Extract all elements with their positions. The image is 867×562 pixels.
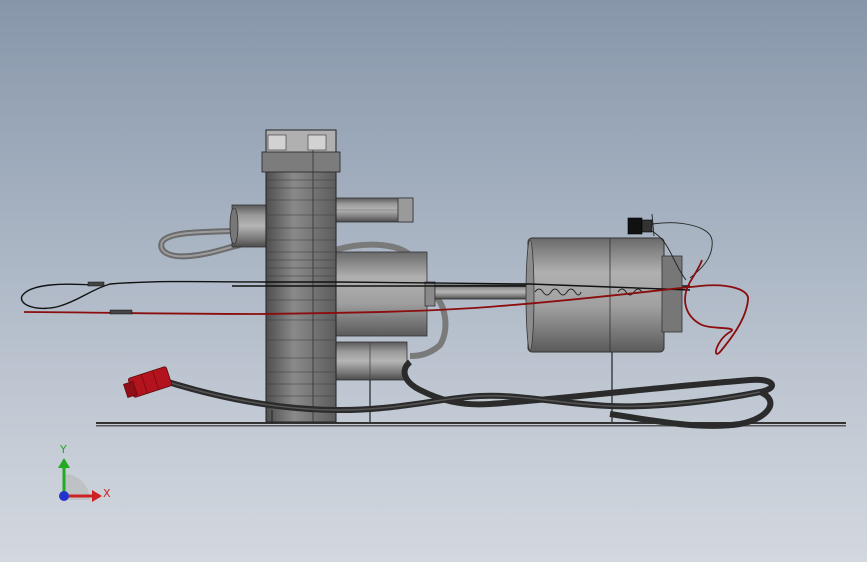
lower-block[interactable] [334, 341, 408, 381]
upper-rod[interactable] [334, 197, 414, 223]
upper-cylinder[interactable] [229, 204, 269, 248]
y-axis-arrowhead [58, 458, 70, 468]
black-wire[interactable] [20, 280, 691, 310]
red-wire[interactable] [23, 259, 749, 355]
red-connector[interactable] [122, 366, 172, 399]
middle-cylinder[interactable] [334, 251, 436, 337]
red-wire-tip[interactable] [109, 309, 133, 315]
x-axis-arrowhead [92, 490, 102, 502]
motor-switch[interactable] [627, 217, 653, 235]
gearbox-stack[interactable] [261, 129, 341, 423]
drive-shaft[interactable] [434, 284, 531, 300]
base-plate[interactable] [96, 422, 846, 427]
z-axis-dot [59, 491, 69, 501]
support-posts [271, 352, 613, 424]
y-axis-label: Y [60, 443, 67, 456]
black-wire-tip[interactable] [87, 281, 105, 287]
motor-body[interactable] [525, 237, 683, 353]
coordinate-triad[interactable] [58, 458, 102, 502]
switch-wires[interactable] [649, 213, 713, 281]
x-axis-label: X [103, 487, 111, 500]
